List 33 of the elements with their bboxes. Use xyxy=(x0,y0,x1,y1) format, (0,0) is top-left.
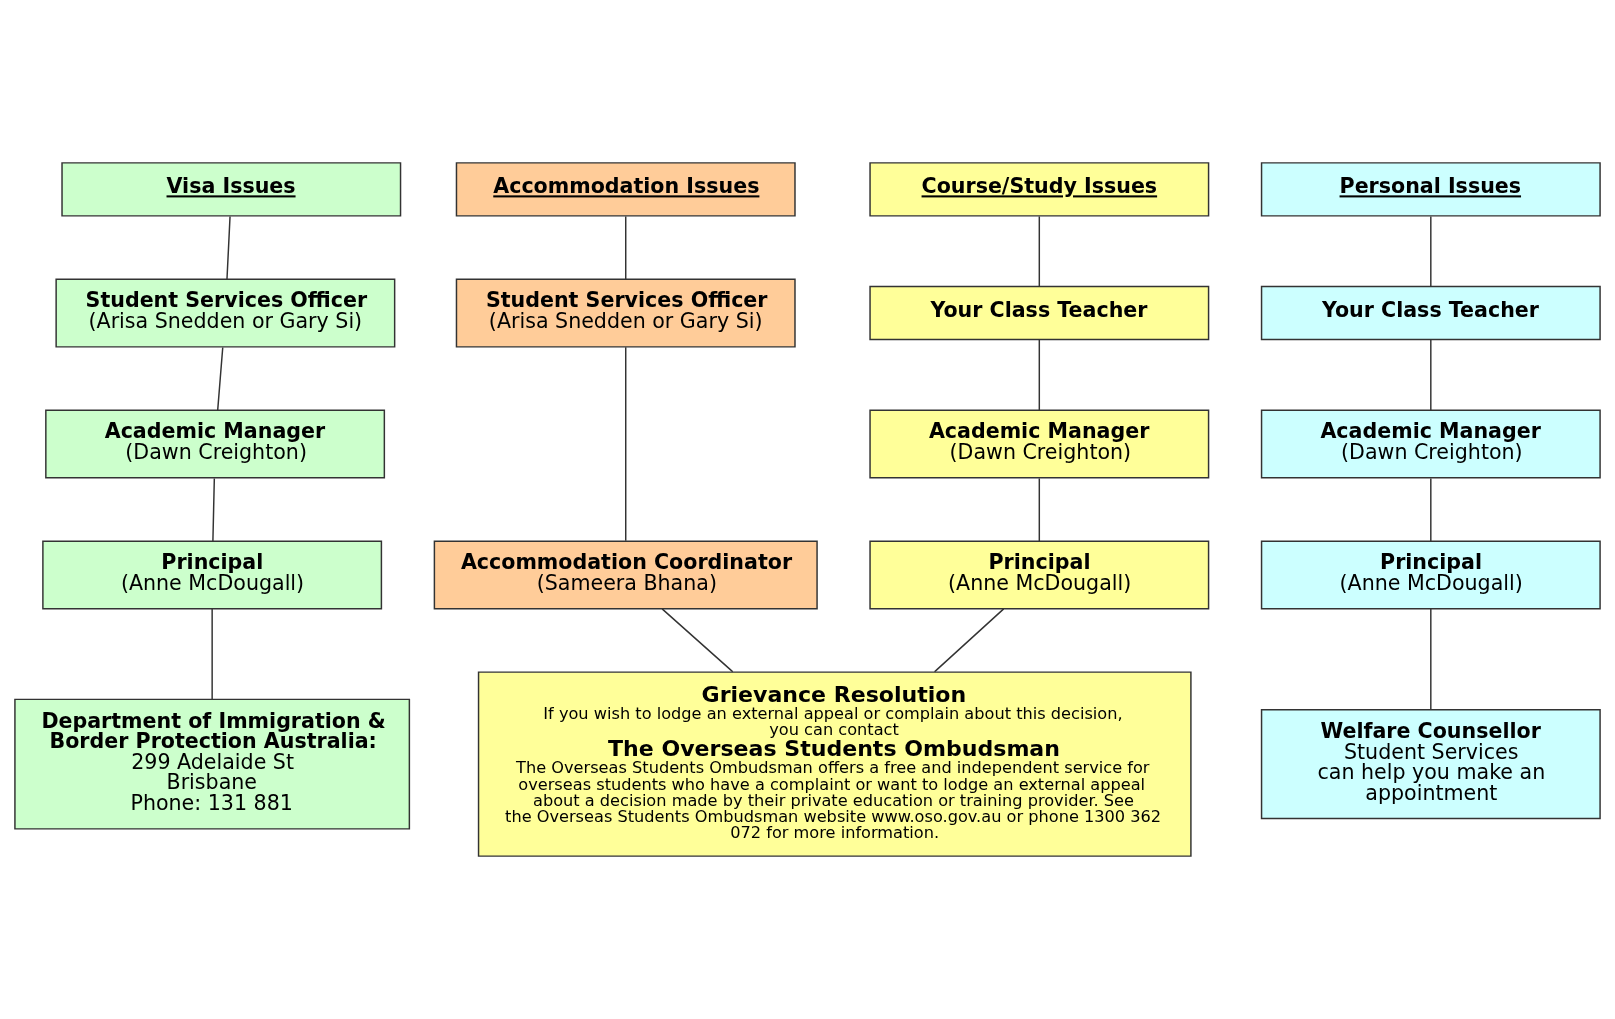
connector xyxy=(625,346,627,542)
node-box: Department of Immigration & Border Protection Australia: 299 Adelaide St Brisbane Phone: 131 881 xyxy=(14,698,411,830)
node-box: Principal (Anne McDougall) xyxy=(42,540,383,610)
node-box: Principal (Anne McDougall) xyxy=(869,540,1210,610)
connector xyxy=(1038,477,1041,542)
node-box: Your Class Teacher xyxy=(869,285,1210,341)
node-box: Welfare Counsellor Student Services can help you make an appointment xyxy=(1260,708,1601,820)
node-box: Course/Study Issues xyxy=(869,162,1210,217)
connector xyxy=(933,608,1005,673)
connector xyxy=(216,346,224,411)
connector xyxy=(1430,339,1432,411)
node-box: Academic Manager (Dawn Creighton) xyxy=(45,409,386,479)
node-box: Grievance Resolution If you wish to lodge an external appeal or complain about this decision, you can contact The Overseas Students Ombudsman The Overseas Students Ombudsman offers a free and independent service for overseas students who have a complaint or want to lodge an external appeal about a decision made by their private education or training provider. See the Overseas Students Ombudsman website www.oso.gov.au or phone 1300 362 072 for more information. xyxy=(477,671,1192,857)
connector xyxy=(1430,477,1432,542)
connector xyxy=(211,608,213,700)
node-box: Academic Manager (Dawn Creighton) xyxy=(869,409,1210,479)
node-box: Accommodation Issues xyxy=(455,162,796,217)
node-box: Personal Issues xyxy=(1260,162,1601,217)
connector xyxy=(212,477,216,542)
node-box: Your Class Teacher xyxy=(1260,285,1601,341)
connector xyxy=(1038,339,1041,411)
node-box: Student Services Officer (Arisa Snedden or Gary Si) xyxy=(455,278,796,348)
connector xyxy=(625,215,627,280)
node-box: Academic Manager (Dawn Creighton) xyxy=(1260,409,1601,479)
connector xyxy=(1430,215,1432,288)
connector xyxy=(226,215,231,280)
connector xyxy=(661,608,734,673)
node-box: Principal (Anne McDougall) xyxy=(1260,540,1601,610)
node-box: Student Services Officer (Arisa Snedden or Gary Si) xyxy=(55,278,396,348)
node-box: Accommodation Coordinator (Sameera Bhana) xyxy=(433,540,818,610)
connector xyxy=(1430,608,1432,711)
connector xyxy=(1038,215,1041,288)
node-box: Visa Issues xyxy=(61,162,402,217)
